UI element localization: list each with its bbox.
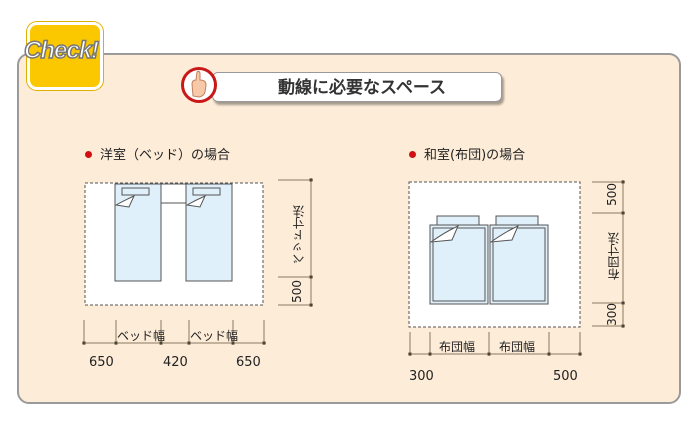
futon-width-label: 布団幅 bbox=[499, 340, 536, 354]
check-badge: Check! bbox=[23, 22, 103, 90]
western-heading-text: 洋室（ベッド）の場合 bbox=[100, 148, 231, 163]
bed-clearance-label: 500 bbox=[290, 280, 304, 303]
nightstand bbox=[160, 183, 187, 204]
futon-width-label: 布団幅 bbox=[439, 340, 476, 354]
dim-500: 500 bbox=[553, 369, 578, 384]
japanese-heading-text: 和室(布団)の場合 bbox=[424, 148, 526, 163]
bed-1 bbox=[114, 183, 162, 282]
section-title: 動線に必要なスペース bbox=[212, 72, 502, 102]
western-heading: 洋室（ベッド）の場合 bbox=[85, 144, 230, 163]
bullet-icon bbox=[409, 151, 416, 158]
dim-300: 300 bbox=[409, 369, 434, 384]
futon-length-label: 布団寸法 bbox=[607, 232, 621, 280]
futon-top-clearance: 500 bbox=[605, 183, 619, 206]
dim-420: 420 bbox=[163, 355, 188, 370]
badge-text: Check! bbox=[23, 36, 100, 65]
futon-bottom-clearance: 300 bbox=[605, 303, 619, 326]
bed-2 bbox=[185, 183, 233, 282]
bed-width-label: ベッド幅 bbox=[117, 329, 166, 343]
bed-length-label: ベッド寸法 bbox=[292, 205, 306, 265]
bed-width-label: ベッド幅 bbox=[190, 329, 239, 343]
pointing-hand-icon bbox=[181, 67, 217, 103]
bullet-icon bbox=[85, 151, 92, 158]
dim-650-right: 650 bbox=[236, 355, 261, 370]
japanese-heading: 和室(布団)の場合 bbox=[409, 144, 525, 163]
dim-650-left: 650 bbox=[89, 355, 114, 370]
